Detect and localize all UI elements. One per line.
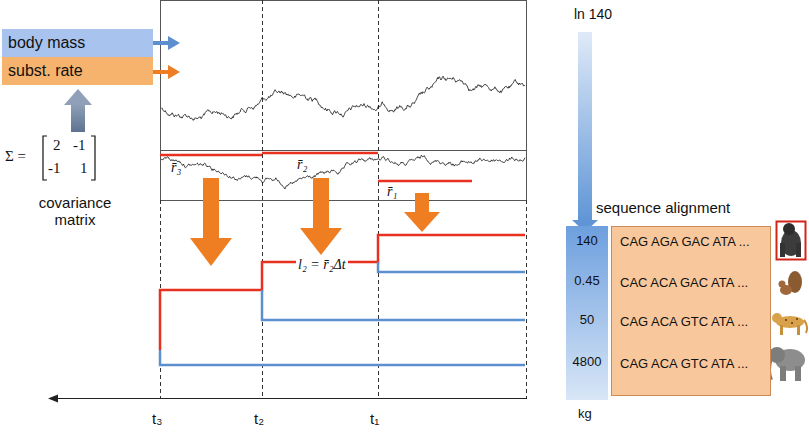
squirrel-icon <box>779 271 803 295</box>
time-axis <box>54 398 527 399</box>
mean-rate-label: r̄₃ <box>171 160 181 176</box>
unit-label: kg <box>578 406 592 421</box>
arrowhead <box>48 395 58 403</box>
arrowhead <box>168 65 180 79</box>
log-mass-label: ln 140 <box>574 6 612 22</box>
elephant-icon <box>769 347 805 381</box>
arrow <box>153 70 170 74</box>
branch-length-arrows <box>190 178 440 266</box>
node-text: 50 <box>566 312 608 327</box>
matrix-entry: 1 <box>80 160 88 177</box>
time-gridlines <box>161 0 527 398</box>
panel-divider <box>160 150 527 151</box>
matrix-entry: -1 <box>48 160 61 177</box>
matrix-symbol: Σ = <box>5 148 26 165</box>
alignment-box: CAG AGA GAC ATA ... CAC ACA GAC ATA ... CA… <box>611 226 771 396</box>
leopard-icon <box>772 313 807 335</box>
time-tree-branch <box>160 350 525 365</box>
plot-frame <box>161 1 527 201</box>
mean-rate-steps <box>160 153 472 181</box>
section-label: sequence alignment <box>596 199 730 216</box>
arrow <box>153 41 170 45</box>
node-text: CAG ACA GTC ATA ... <box>620 314 748 329</box>
matrix-entry: -1 <box>73 137 86 154</box>
matrix-brackets <box>43 136 95 180</box>
mean-rate-label: r̄₂ <box>297 157 307 173</box>
mean-rate-label: r̄₁ <box>387 184 397 200</box>
mass-bar <box>566 226 608 400</box>
matrix-caption: covariance matrix <box>30 194 120 229</box>
variable-box: body mass <box>2 29 153 57</box>
time-label: t₃ <box>152 410 162 427</box>
node-text: 4800 <box>566 354 608 369</box>
mass-values: 140 0.45 50 4800 <box>566 226 608 400</box>
node-text: 140 <box>566 233 608 248</box>
gorilla-icon <box>777 222 806 260</box>
random-walk-traces <box>161 76 525 189</box>
arrowhead <box>168 36 180 50</box>
node-text: CAG ACA GTC ATA ... <box>620 356 748 371</box>
branch-length-formula: l₂ = r̄₂Δt <box>296 257 348 273</box>
node-text: subst. rate <box>8 62 83 80</box>
node-text: 0.45 <box>566 273 608 288</box>
time-tree-branch <box>378 262 525 272</box>
time-label: t₂ <box>254 410 264 427</box>
arrow <box>578 32 592 222</box>
arrow <box>71 104 85 132</box>
time-label: t₁ <box>370 410 379 427</box>
matrix-entry: 2 <box>53 137 61 154</box>
node-text: CAG AGA GAC ATA ... <box>620 234 750 249</box>
time-tree-branch <box>262 290 525 320</box>
random-walk <box>161 76 525 120</box>
node-text: body mass <box>8 34 85 52</box>
variable-box: subst. rate <box>2 57 153 85</box>
rate-tree-branches <box>160 235 525 350</box>
node-text: CAC ACA GAC ATA ... <box>620 275 748 290</box>
arrowhead <box>64 89 92 105</box>
